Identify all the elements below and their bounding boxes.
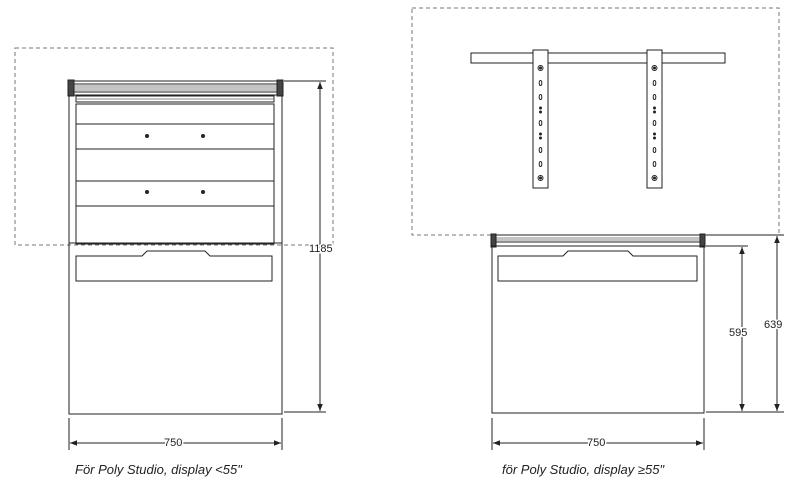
left-width-dim: 750 [164,437,182,449]
left-panel-1 [75,103,275,125]
left-screw [145,190,149,194]
left-display-outline [14,47,334,246]
right-top-rail [490,233,706,248]
right-outer-height-dim: 639 [764,319,782,331]
right-cabinet-body [491,245,705,414]
mount-bracket-left [532,49,549,189]
right-shelf [497,250,698,282]
mount-bracket-right [646,49,663,189]
left-top-rail [67,79,284,103]
left-panel-4 [75,180,275,207]
left-panel-2 [75,123,275,150]
left-cabinet-body [68,242,283,415]
left-dimensions [68,80,326,450]
left-panel-5 [75,205,275,245]
left-screw [201,190,205,194]
left-cabinet-view [14,47,334,415]
left-caption: För Poly Studio, display <55" [75,462,242,477]
left-screw [201,134,205,138]
right-caption: för Poly Studio, display ≥55" [502,462,665,477]
right-width-dim: 750 [587,437,605,449]
mount-bar [470,52,726,64]
left-panel-3 [75,148,275,182]
left-height-dim: 1185 [309,243,333,255]
right-cabinet-view [411,7,780,414]
left-shelf [75,250,273,282]
left-screw [145,134,149,138]
right-dimensions [491,234,784,450]
right-display-outline [411,7,780,236]
right-inner-height-dim: 595 [729,327,747,339]
